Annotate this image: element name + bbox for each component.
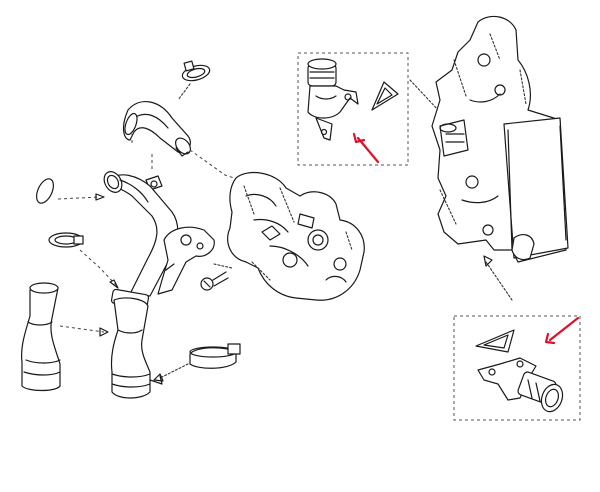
mounting-bracket (157, 226, 215, 295)
hose-clamp-upper (181, 60, 211, 82)
leader-line (409, 79, 441, 113)
triangular-gasket (371, 81, 399, 111)
leader-line (213, 263, 233, 269)
o-ring-seal (36, 178, 54, 204)
engine-block (227, 171, 365, 301)
triangular-gasket (475, 329, 515, 353)
leader-arrowhead (153, 373, 164, 382)
leader-line (159, 363, 189, 379)
callout-arrow-red-head (352, 132, 366, 144)
leader-arrowhead (483, 255, 493, 267)
callout-arrow-red (356, 136, 380, 164)
leader-line (57, 196, 101, 200)
leader-line (177, 83, 191, 101)
leader-arrowhead (109, 279, 119, 289)
intercooler-module (431, 15, 569, 263)
throttle-housing (477, 357, 564, 413)
throttle-housing (307, 58, 359, 141)
leader-line (189, 149, 256, 186)
leader-line (79, 249, 117, 286)
detail-box-bottom (453, 315, 581, 421)
bolt (200, 271, 229, 291)
leader-arrowhead (95, 193, 105, 201)
hose-clamp-lower (189, 343, 241, 369)
callout-arrow-red-head (544, 332, 556, 345)
leader-line (485, 261, 513, 301)
detail-box-top (297, 52, 409, 166)
leader-arrowhead (99, 327, 109, 337)
leader-line (59, 325, 105, 333)
flexible-hose (21, 282, 61, 392)
upper-intercooler-pipe (122, 101, 191, 157)
lower-hose (110, 297, 163, 399)
callout-arrow-red (548, 316, 580, 342)
hose-clamp-small (48, 232, 84, 248)
